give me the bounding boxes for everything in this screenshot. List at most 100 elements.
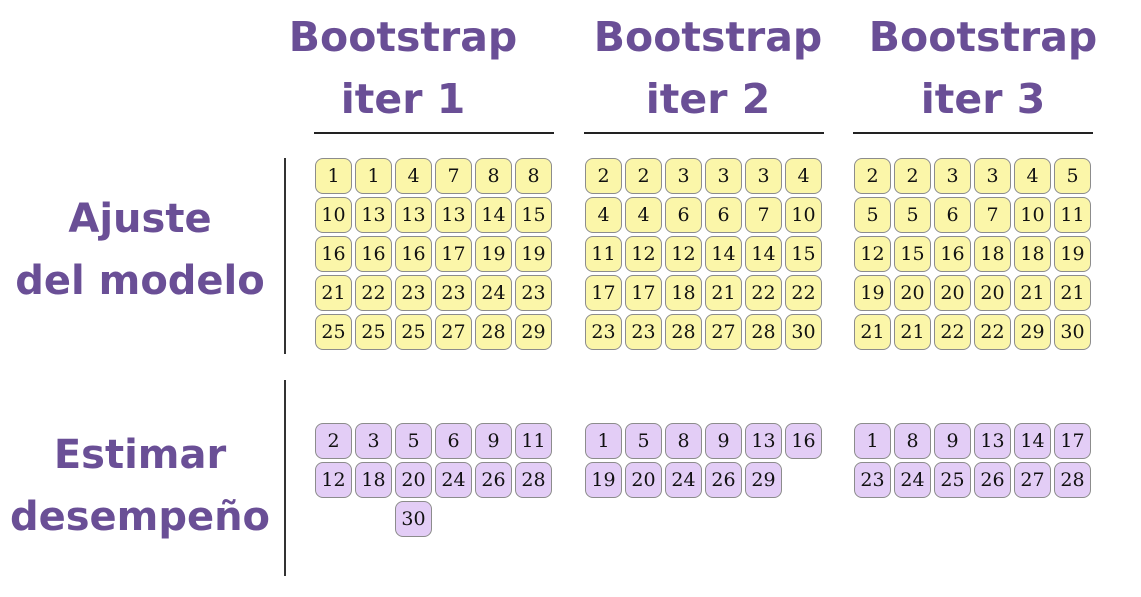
sample-cell: 24 (894, 462, 931, 498)
sample-cell: 4 (395, 158, 432, 194)
sample-cell: 5 (625, 423, 662, 459)
header-divider-iter-1 (314, 132, 554, 134)
sample-cell: 30 (1054, 314, 1091, 350)
sample-cell: 23 (435, 275, 472, 311)
sample-cell: 6 (705, 197, 742, 233)
column-header-line2: iter 2 (645, 75, 771, 123)
sample-cell: 22 (745, 275, 782, 311)
sample-cell: 27 (1014, 462, 1051, 498)
sample-cell: 22 (934, 314, 971, 350)
sample-cell: 1 (315, 158, 352, 194)
sample-cell: 29 (1014, 314, 1051, 350)
sample-cell: 2 (625, 158, 662, 194)
sample-cell: 17 (1054, 423, 1091, 459)
sample-cell: 1 (355, 158, 392, 194)
sample-cell: 28 (515, 462, 552, 498)
sample-cell: 20 (974, 275, 1011, 311)
sample-cell: 10 (1014, 197, 1051, 233)
sample-cell: 16 (315, 236, 352, 272)
sample-cell: 21 (854, 314, 891, 350)
sample-cell: 8 (665, 423, 702, 459)
sample-cell: 11 (585, 236, 622, 272)
sample-cell: 13 (395, 197, 432, 233)
sample-cell: 26 (974, 462, 1011, 498)
sample-cell: 5 (395, 423, 432, 459)
sample-cell: 16 (934, 236, 971, 272)
sample-cell: 12 (315, 462, 352, 498)
sample-cell: 22 (974, 314, 1011, 350)
column-header-line2: iter 1 (340, 75, 466, 123)
sample-cell: 19 (854, 275, 891, 311)
sample-cell: 4 (1014, 158, 1051, 194)
row-divider-test (284, 380, 286, 576)
sample-cell: 2 (854, 158, 891, 194)
column-header-line2: iter 3 (920, 75, 1046, 123)
sample-cell: 26 (475, 462, 512, 498)
sample-cell: 21 (315, 275, 352, 311)
sample-cell: 12 (625, 236, 662, 272)
sample-cell: 10 (785, 197, 822, 233)
sample-cell: 5 (854, 197, 891, 233)
sample-cell: 30 (395, 501, 432, 537)
sample-cell: 20 (894, 275, 931, 311)
empty-slot (355, 501, 392, 537)
sample-cell: 28 (665, 314, 702, 350)
sample-cell: 25 (355, 314, 392, 350)
sample-cell: 1 (585, 423, 622, 459)
sample-cell: 3 (705, 158, 742, 194)
sample-cell: 21 (705, 275, 742, 311)
sample-cell: 8 (515, 158, 552, 194)
sample-cell: 9 (705, 423, 742, 459)
sample-cell: 2 (894, 158, 931, 194)
row-divider-train (284, 158, 286, 354)
sample-cell: 30 (785, 314, 822, 350)
sample-cell: 24 (665, 462, 702, 498)
sample-cell: 9 (934, 423, 971, 459)
sample-cell: 27 (435, 314, 472, 350)
sample-cell: 18 (1014, 236, 1051, 272)
row-label-line2: desempeño (9, 494, 271, 540)
row-label-line1: Estimar (53, 432, 227, 478)
sample-cell: 22 (355, 275, 392, 311)
sample-cell: 18 (974, 236, 1011, 272)
column-header-line1: Bootstrap (593, 13, 823, 61)
sample-cell: 5 (894, 197, 931, 233)
sample-cell: 19 (475, 236, 512, 272)
sample-cell: 13 (974, 423, 1011, 459)
sample-cell: 28 (745, 314, 782, 350)
sample-cell: 7 (435, 158, 472, 194)
sample-cell: 26 (705, 462, 742, 498)
sample-cell: 28 (1054, 462, 1091, 498)
sample-cell: 4 (585, 197, 622, 233)
sample-cell: 11 (1054, 197, 1091, 233)
sample-cell: 20 (625, 462, 662, 498)
sample-cell: 13 (435, 197, 472, 233)
sample-cell: 27 (705, 314, 742, 350)
sample-cell: 20 (395, 462, 432, 498)
sample-cell: 8 (894, 423, 931, 459)
sample-cell: 3 (665, 158, 702, 194)
sample-cell: 2 (585, 158, 622, 194)
sample-cell: 3 (934, 158, 971, 194)
row-label-test: Estimar desempeño (0, 424, 280, 548)
sample-cell: 15 (785, 236, 822, 272)
sample-cell: 25 (934, 462, 971, 498)
sample-cell: 19 (1054, 236, 1091, 272)
sample-cell: 19 (585, 462, 622, 498)
sample-cell: 6 (665, 197, 702, 233)
sample-cell: 14 (705, 236, 742, 272)
sample-cell: 17 (625, 275, 662, 311)
column-header-line1: Bootstrap (868, 13, 1098, 61)
row-label-line1: Ajuste (68, 196, 212, 242)
header-divider-iter-2 (584, 132, 824, 134)
sample-cell: 22 (785, 275, 822, 311)
sample-cell: 6 (435, 423, 472, 459)
sample-cell: 10 (315, 197, 352, 233)
sample-cell: 9 (475, 423, 512, 459)
column-header-iter-1: Bootstrap iter 1 (283, 6, 523, 130)
sample-cell: 23 (585, 314, 622, 350)
